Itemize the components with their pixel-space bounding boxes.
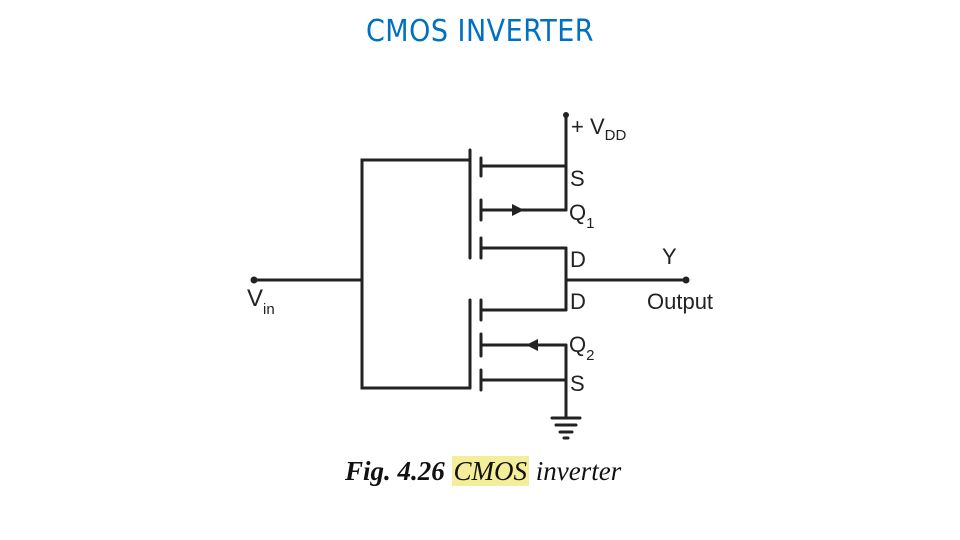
slide-title: CMOS INVERTER bbox=[365, 14, 595, 49]
q1-body-arrow bbox=[512, 204, 524, 216]
q1-label: Q1 bbox=[569, 200, 594, 232]
q1-source-label: S bbox=[570, 166, 585, 191]
q2-drain-label: D bbox=[570, 289, 586, 314]
output-terminal-dot bbox=[682, 276, 690, 284]
input-label: Vin bbox=[247, 285, 275, 318]
q1-drain-label: D bbox=[570, 247, 586, 272]
caption-figure-number: Fig. 4.26 bbox=[345, 456, 445, 486]
vdd-label: + VDD bbox=[571, 114, 626, 144]
output-label: Output bbox=[647, 289, 713, 314]
caption-text: inverter bbox=[535, 456, 622, 486]
q2-label: Q2 bbox=[569, 332, 594, 364]
caption-highlight: CMOS bbox=[451, 456, 530, 486]
output-symbol-label: Y bbox=[662, 244, 677, 269]
q2-body-arrow bbox=[526, 339, 538, 351]
vdd-terminal-dot bbox=[563, 112, 569, 118]
q2-source-label: S bbox=[570, 371, 585, 396]
input-terminal-dot bbox=[250, 276, 258, 284]
gate-connection bbox=[360, 158, 472, 390]
figure-caption: Fig. 4.26 CMOS inverter bbox=[345, 456, 621, 487]
